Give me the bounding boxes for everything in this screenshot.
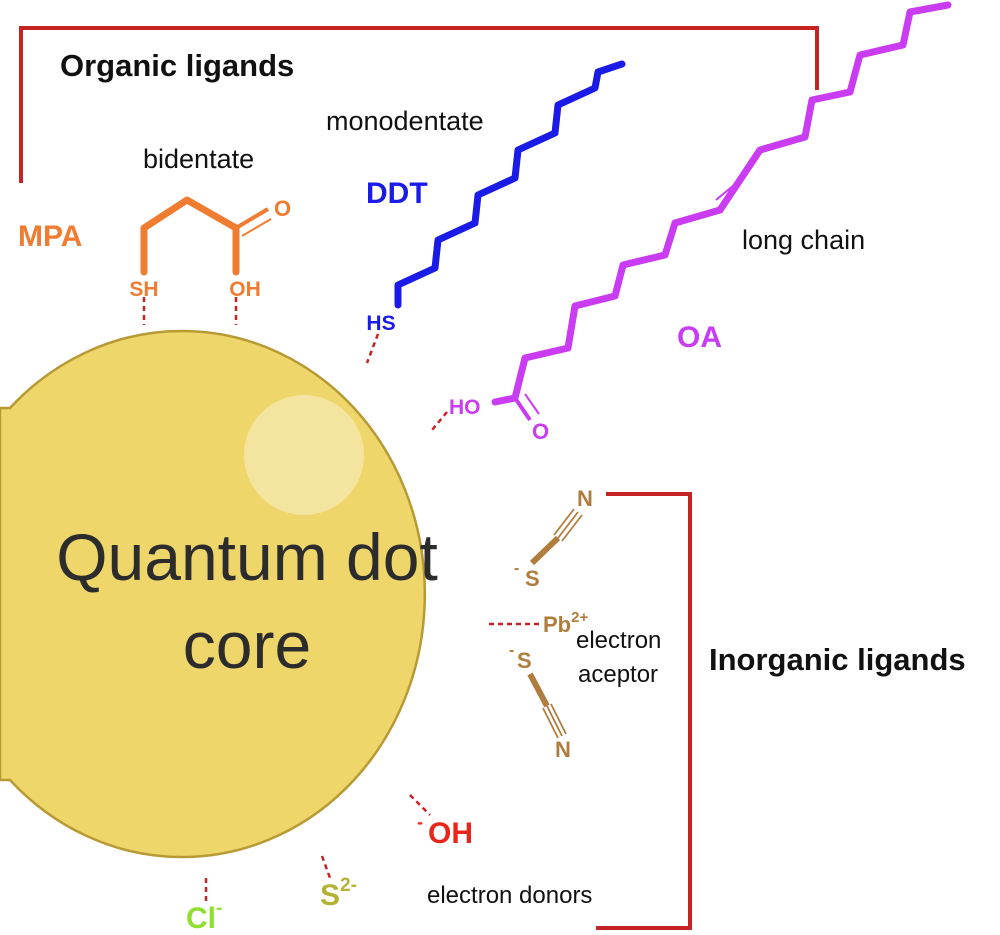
scn-bottom-single-bond: [527, 672, 550, 708]
chloride-charge: -: [216, 898, 222, 919]
scn-top-s: S: [525, 566, 540, 591]
scn-bottom-s: S: [517, 648, 532, 673]
organic-ligands-title: Organic ligands: [60, 48, 294, 83]
scn-top-triple-bond-3: [561, 514, 583, 542]
scn-top-single-bond: [529, 535, 561, 566]
oa-oxygen: O: [532, 419, 549, 444]
chloride-symbol: Cl: [186, 902, 216, 935]
mpa-chain: [140, 196, 240, 276]
oa-ho-group: HO: [449, 396, 481, 419]
oa-name-label: OA: [677, 321, 722, 354]
pb-ion: Pb2+: [543, 609, 588, 637]
scn-top-triple-bond-2: [553, 508, 575, 536]
quantum-dot-core: [0, 329, 427, 859]
scn-top-triple-bond-1: [557, 511, 579, 539]
oa-chain-upper: [716, 1, 952, 214]
oa-type-label: long chain: [742, 225, 865, 255]
bond-ddt-hs: [365, 333, 380, 364]
ddt-type-label: monodentate: [326, 106, 484, 136]
oa-carbonyl-bond-2: [524, 393, 540, 415]
scn-bottom-triple-bond-2: [542, 707, 559, 739]
bond-s2: [320, 855, 332, 879]
donors-label: electron donors: [427, 882, 592, 909]
pb-symbol: Pb: [543, 612, 571, 637]
mpa-type-label: bidentate: [143, 144, 254, 174]
ddt-name-label: DDT: [366, 177, 428, 210]
sulfide-charge: 2-: [340, 875, 357, 896]
scn-bottom-triple-bond-1: [546, 705, 563, 737]
mpa-name-label: MPA: [18, 220, 82, 253]
bond-oa-ho: [431, 411, 448, 431]
ddt-hs-group: HS: [366, 312, 395, 335]
surface-bonds: [142, 297, 540, 902]
oa-carbonyl-bond-1: [513, 396, 532, 422]
scn-top-n: N: [577, 486, 593, 511]
core-highlight: [244, 395, 364, 515]
chloride-ion: Cl-: [186, 898, 222, 935]
scn-bottom-triple-bond-3: [550, 703, 567, 735]
hydroxide-minus: -: [417, 812, 423, 832]
acceptor-label-line1: electron: [576, 627, 661, 654]
scn-bottom-minus: -: [509, 642, 514, 659]
mpa-double-bond-2: [241, 218, 272, 237]
mpa-sh-group: SH: [129, 278, 158, 301]
bond-oh: [409, 794, 431, 816]
oa-cis-double-bond: [715, 179, 741, 201]
scn-top-minus: -: [514, 560, 519, 577]
sulfide-symbol: S: [320, 879, 340, 912]
sulfide-ion: S2-: [320, 875, 357, 912]
mpa-double-bond-1: [234, 207, 270, 230]
organic-ligands-bracket: [19, 26, 819, 183]
inorganic-ligands-bracket: [596, 492, 692, 930]
pb-charge: 2+: [571, 609, 588, 626]
acceptor-label-line2: aceptor: [578, 661, 658, 688]
inorganic-ligands-title: Inorganic ligands: [709, 642, 966, 677]
mpa-oxygen: O: [274, 196, 291, 221]
core-label-line2: core: [183, 608, 311, 682]
hydroxide-ion: OH: [428, 817, 473, 850]
core-label-line1: Quantum dot: [56, 520, 438, 594]
ddt-chain: [394, 60, 626, 309]
oa-chain-lower: [491, 206, 724, 406]
scn-bottom-n: N: [555, 737, 571, 762]
mpa-oh-group: OH: [229, 278, 261, 301]
